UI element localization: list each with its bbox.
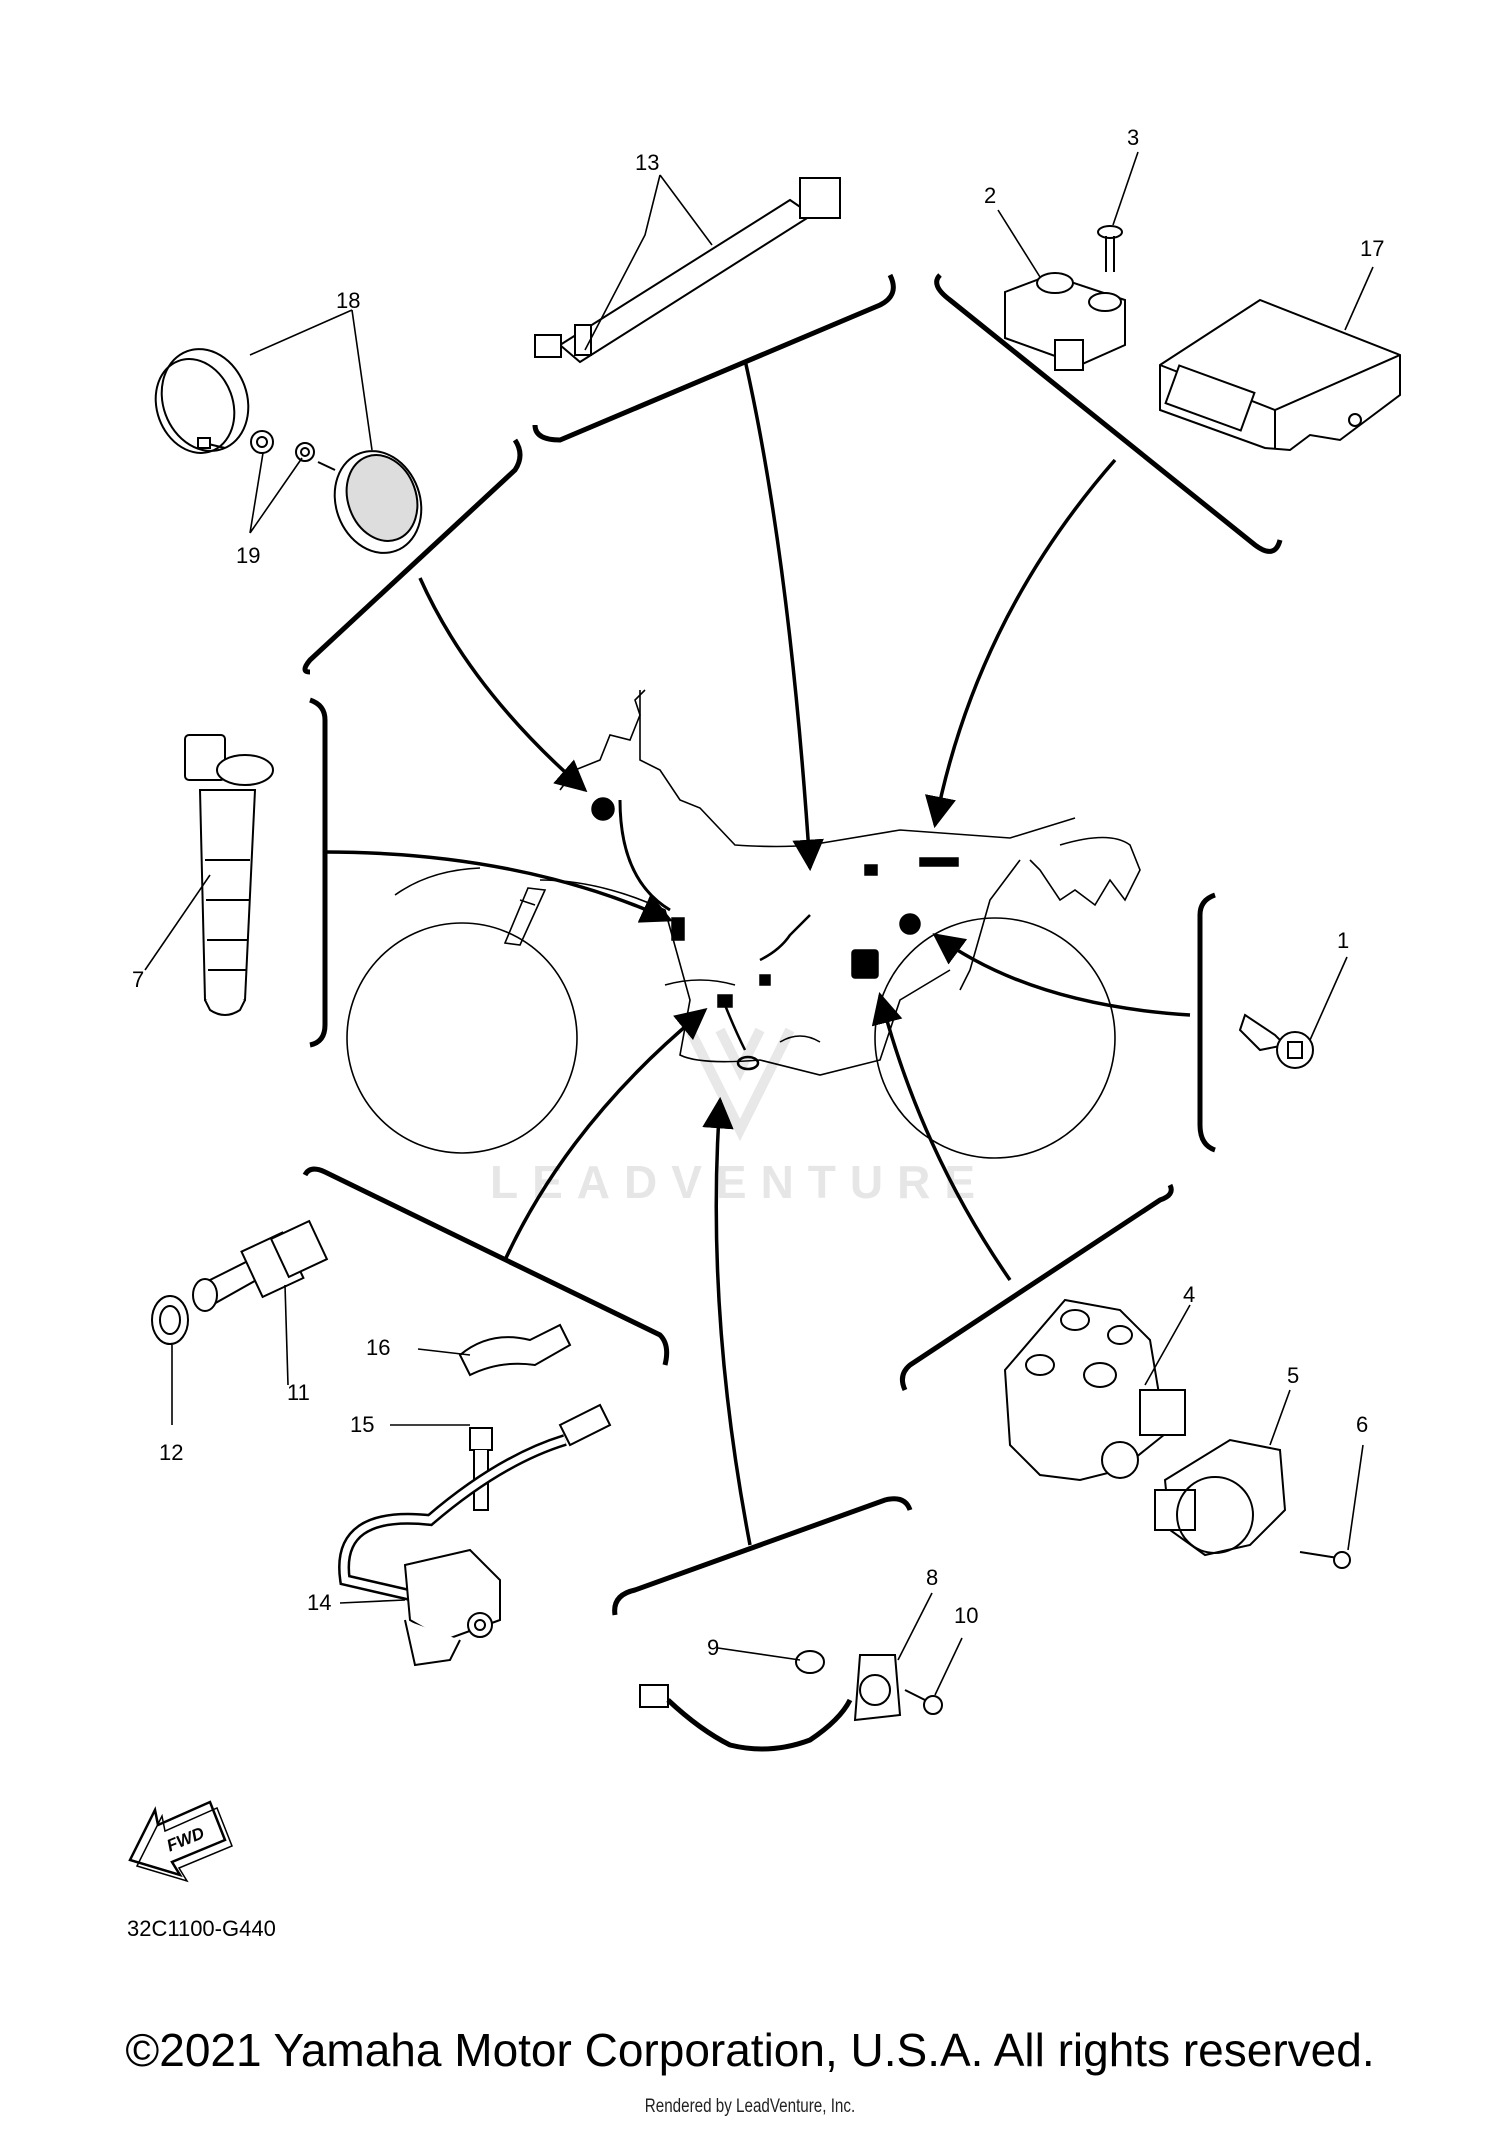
callout-17: 17	[1360, 236, 1384, 261]
part-reflector-front	[154, 348, 250, 454]
callout-14: 14	[307, 1590, 331, 1615]
part-ignition-coil	[184, 734, 274, 1016]
callout-13: 13	[635, 150, 659, 175]
part-sensor	[1004, 272, 1126, 371]
callout-9: 9	[707, 1635, 719, 1660]
callout-11: 11	[287, 1380, 310, 1405]
part-screw-6	[1299, 1551, 1351, 1569]
part-clamp	[458, 1323, 572, 1377]
callout-1: 1	[1337, 928, 1349, 953]
callout-15: 15	[350, 1412, 374, 1437]
diagram-code: 32C1100-G440	[127, 1916, 276, 1941]
part-crank-sensor	[338, 1403, 612, 1667]
watermark-text: LEADVENTURE	[490, 1156, 989, 1208]
part-o-ring	[795, 1650, 825, 1674]
part-reflector-rear	[333, 450, 423, 554]
part-temp-sensor	[192, 1219, 329, 1312]
bike-mounted-parts	[591, 797, 959, 1071]
part-throttle-sensor	[1003, 1298, 1186, 1482]
part-wire-lead	[534, 177, 841, 364]
part-bolt-10	[904, 1689, 943, 1715]
callout-4: 4	[1183, 1282, 1195, 1307]
callout-16: 16	[366, 1335, 390, 1360]
callout-8: 8	[926, 1565, 938, 1590]
part-bolt	[469, 1427, 493, 1511]
callout-labels: 1 2 3 4 5 6 7 8 9 10 11 12 13 14 15 16 1…	[132, 125, 1384, 1660]
part-ecu	[1159, 298, 1401, 452]
part-sensor-cover	[1154, 1438, 1287, 1557]
callout-18: 18	[336, 288, 360, 313]
motorcycle-outline	[346, 689, 1141, 1159]
callout-3: 3	[1127, 125, 1139, 150]
copyright-notice: ©2021 Yamaha Motor Corporation, U.S.A. A…	[125, 2024, 1375, 2076]
part-neutral-switch	[1238, 1013, 1314, 1069]
part-speed-sensor	[639, 1654, 902, 1752]
part-reflector-hardware	[197, 430, 336, 471]
callout-5: 5	[1287, 1363, 1299, 1388]
fwd-arrow-icon: FWD	[128, 1800, 233, 1883]
watermark-logo	[685, 1027, 795, 1142]
rendered-by-note: Rendered by LeadVenture, Inc.	[644, 2096, 856, 2117]
callout-7: 7	[132, 967, 144, 992]
part-screw	[1097, 225, 1123, 272]
callout-6: 6	[1356, 1412, 1368, 1437]
callout-19: 19	[236, 543, 260, 568]
callout-lines	[144, 151, 1374, 1696]
part-gasket	[151, 1295, 189, 1345]
group-borders	[302, 273, 1283, 1616]
leader-lines	[324, 359, 1191, 1546]
callout-10: 10	[954, 1603, 978, 1628]
callout-12: 12	[159, 1440, 183, 1465]
callout-2: 2	[984, 183, 996, 208]
